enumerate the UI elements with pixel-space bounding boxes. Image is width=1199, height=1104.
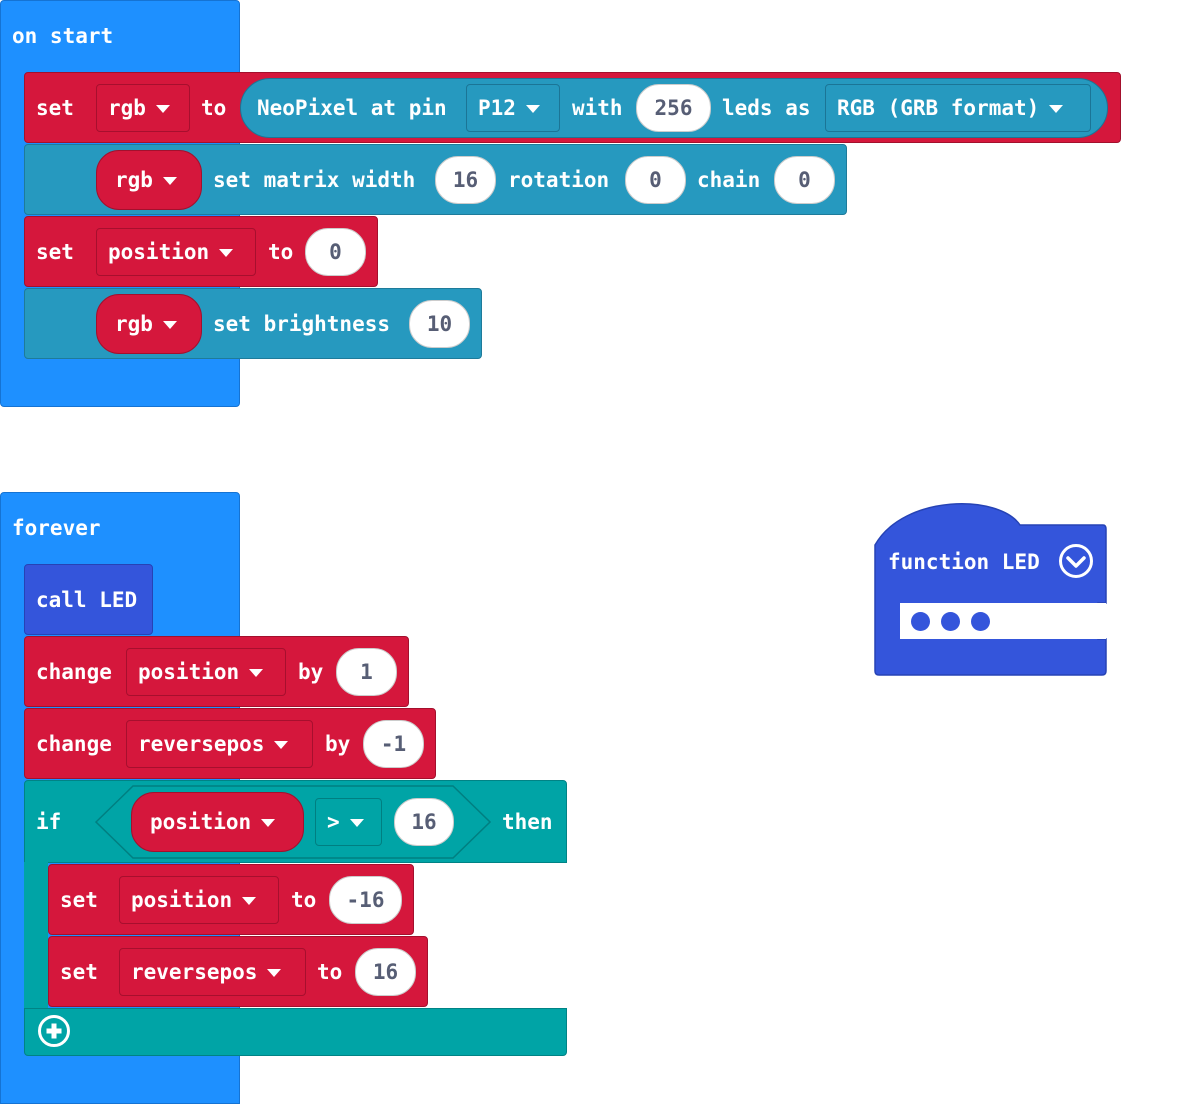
dropdown-arrow-icon — [525, 105, 540, 113]
to-label: to — [201, 96, 227, 120]
dropdown-arrow-icon — [274, 741, 289, 749]
set-label: set — [60, 960, 98, 984]
to-label: to — [268, 240, 294, 264]
neopixel-label: NeoPixel at pin — [257, 96, 447, 120]
if-then-footer — [24, 1008, 567, 1056]
dropdown-arrow-icon — [219, 249, 234, 257]
reversepos-variable-dropdown[interactable]: reversepos — [126, 720, 313, 768]
position-value-input[interactable]: 0 — [305, 228, 366, 276]
rgb-variable-reporter[interactable]: rgb — [96, 294, 202, 354]
position-variable-dropdown[interactable]: position — [96, 228, 256, 276]
set-label: set — [36, 240, 74, 264]
pin-dropdown[interactable]: P12 — [466, 84, 560, 132]
dropdown-arrow-icon — [1049, 105, 1064, 113]
dropdown-arrow-icon — [267, 969, 282, 977]
leds-as-label: leds as — [722, 96, 811, 120]
collapse-chevron-icon[interactable] — [1058, 543, 1094, 579]
call-led-block[interactable] — [24, 564, 153, 635]
reversepos-variable-dropdown[interactable]: reversepos — [119, 948, 306, 996]
led-count-input[interactable]: 256 — [636, 84, 711, 132]
set-brightness-label: set brightness — [213, 312, 391, 336]
rotation-label: rotation — [508, 168, 610, 192]
change-position-value-input[interactable]: 1 — [336, 648, 397, 696]
rgb-variable-reporter[interactable]: rgb — [96, 150, 202, 210]
dropdown-arrow-icon — [261, 819, 276, 827]
set-matrix-width-label: set matrix width — [213, 168, 416, 192]
set-brightness-block[interactable] — [24, 288, 482, 359]
set-label: set — [36, 96, 74, 120]
matrix-width-input[interactable]: 16 — [435, 156, 496, 204]
function-led-block[interactable] — [874, 499, 1108, 677]
dropdown-arrow-icon — [249, 669, 264, 677]
function-led-label: function LED — [888, 550, 1040, 574]
rotation-input[interactable]: 0 — [625, 156, 686, 204]
change-reversepos-value-input[interactable]: -1 — [363, 720, 424, 768]
rgb-variable-dropdown[interactable]: rgb — [96, 84, 190, 132]
set-reversepos-value-input[interactable]: 16 — [355, 948, 416, 996]
chain-label: chain — [697, 168, 761, 192]
if-label: if — [36, 810, 62, 834]
chain-input[interactable]: 0 — [774, 156, 835, 204]
format-dropdown[interactable]: RGB (GRB format) — [825, 84, 1091, 132]
position-variable-dropdown[interactable]: position — [119, 876, 279, 924]
to-label: to — [291, 888, 317, 912]
dropdown-arrow-icon — [349, 819, 364, 827]
change-label: change — [36, 732, 112, 756]
comparison-operator-dropdown[interactable]: > — [315, 798, 382, 846]
brightness-input[interactable]: 10 — [409, 300, 470, 348]
by-label: by — [325, 732, 351, 756]
ellipsis-dots-icon[interactable] — [905, 608, 995, 634]
dropdown-arrow-icon — [242, 897, 257, 905]
with-label: with — [572, 96, 623, 120]
position-variable-reporter[interactable]: position — [131, 792, 304, 852]
add-plus-icon[interactable] — [37, 1014, 71, 1048]
dropdown-arrow-icon — [162, 177, 177, 185]
to-label: to — [317, 960, 343, 984]
set-position-value-input[interactable]: -16 — [329, 876, 402, 924]
position-variable-dropdown[interactable]: position — [126, 648, 286, 696]
set-label: set — [60, 888, 98, 912]
dropdown-arrow-icon — [162, 321, 177, 329]
on-start-label: on start — [12, 24, 114, 48]
forever-label: forever — [12, 516, 101, 540]
change-label: change — [36, 660, 112, 684]
by-label: by — [298, 660, 324, 684]
comparison-value-input[interactable]: 16 — [394, 798, 454, 846]
then-label: then — [502, 810, 553, 834]
call-led-label: call LED — [36, 588, 138, 612]
dropdown-arrow-icon — [155, 105, 170, 113]
if-then-inner-arm — [24, 862, 48, 1008]
